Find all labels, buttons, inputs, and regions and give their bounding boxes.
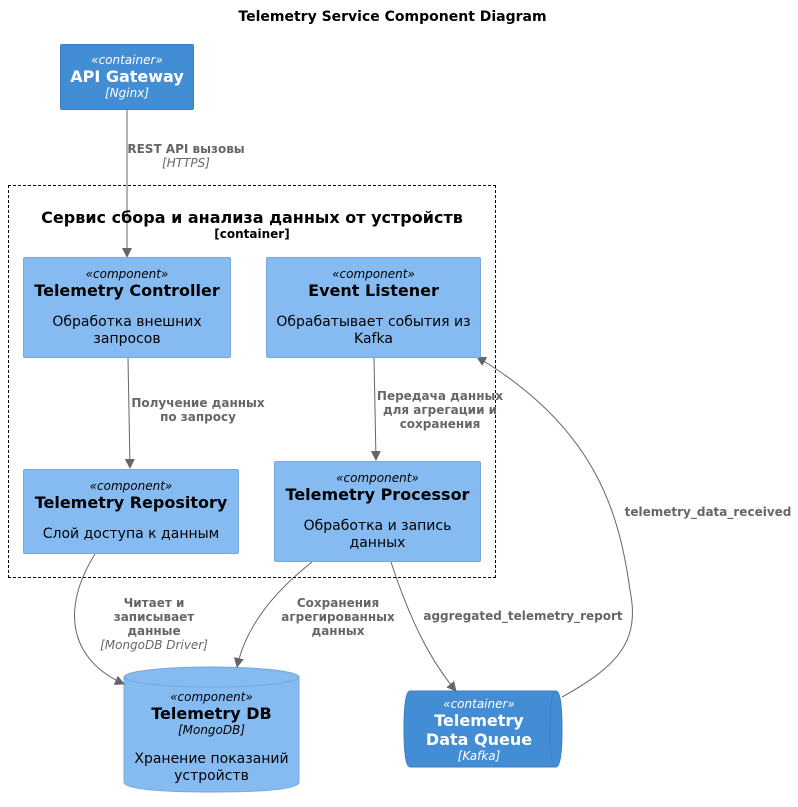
node-tech: [Kafka] bbox=[457, 749, 501, 763]
relation-processor-db-label: Сохранения агрегированных данных bbox=[276, 596, 400, 638]
node-desc: Обрабатывает события из Kafka bbox=[276, 314, 471, 347]
node-name: Telemetry Repository bbox=[34, 493, 228, 512]
event-listener-node[interactable]: «component» Event Listener Обрабатывает … bbox=[266, 257, 481, 358]
service-boundary bbox=[8, 185, 496, 578]
relation-label: aggregated_telemetry_report bbox=[423, 609, 623, 623]
relation-tech: [MongoDB Driver] bbox=[100, 638, 208, 652]
node-desc: Обработка внешних запросов bbox=[52, 314, 202, 347]
stereotype: «component» bbox=[332, 267, 415, 281]
stereotype: «component» bbox=[170, 690, 253, 704]
edge-listener-processor bbox=[370, 357, 381, 461]
relation-label: Читает и записывает данные bbox=[113, 596, 195, 638]
node-desc: Обработка и запись данных bbox=[303, 518, 452, 551]
telemetry-repository-node[interactable]: «component» Telemetry Repository Слой до… bbox=[23, 469, 239, 554]
node-name: Telemetry Controller bbox=[34, 281, 220, 300]
telemetry-queue-shape bbox=[403, 690, 563, 768]
edge-repository-db bbox=[74, 553, 125, 685]
edge-processor-queue bbox=[390, 561, 457, 692]
node-name: Telemetry Data Queue bbox=[425, 711, 533, 749]
stereotype: «component» bbox=[85, 267, 169, 281]
relation-processor-queue-label: aggregated_telemetry_report bbox=[418, 609, 628, 623]
node-name: Telemetry Processor bbox=[285, 485, 470, 504]
telemetry-db-cylinder bbox=[123, 666, 300, 793]
diagram-title: Telemetry Service Component Diagram bbox=[238, 9, 547, 25]
relation-tech: [HTTPS] bbox=[162, 156, 210, 170]
node-name: Event Listener bbox=[308, 281, 439, 300]
relation-label: telemetry_data_received bbox=[624, 505, 792, 519]
boundary-type: [container] bbox=[214, 227, 290, 241]
relation-label: Сохранения агрегированных данных bbox=[281, 596, 395, 638]
stereotype: «component» bbox=[89, 479, 173, 493]
node-name: Telemetry DB bbox=[151, 704, 272, 723]
telemetry-queue-node[interactable]: «container» Telemetry Data Queue [Kafka] bbox=[404, 697, 554, 767]
edge-controller-repository bbox=[124, 357, 135, 469]
api-gateway-node[interactable]: «container» API Gateway [Nginx] bbox=[60, 44, 194, 110]
relation-listener-processor-label: Передача данных для агрегации и сохранен… bbox=[376, 389, 504, 431]
stereotype: «container» bbox=[91, 53, 163, 67]
telemetry-processor-node[interactable]: «component» Telemetry Processor Обработк… bbox=[274, 461, 481, 562]
stereotype: «container» bbox=[443, 697, 515, 711]
stereotype: «component» bbox=[336, 471, 419, 485]
relation-repository-db-label: Читает и записывает данные [MongoDB Driv… bbox=[74, 596, 234, 652]
edge-processor-db bbox=[234, 561, 313, 668]
node-tech: [Nginx] bbox=[105, 86, 149, 100]
edge-queue-listener bbox=[476, 356, 633, 698]
relation-label: REST API вызовы bbox=[127, 142, 245, 156]
node-desc: Слой доступа к данным bbox=[42, 526, 220, 542]
relation-label: Получение данных по запросу bbox=[131, 396, 265, 424]
node-desc: Хранение показаний устройств bbox=[134, 751, 289, 784]
telemetry-db-node[interactable]: «component» Telemetry DB [MongoDB] Хране… bbox=[124, 690, 299, 790]
node-name: API Gateway bbox=[70, 67, 184, 86]
relation-controller-repository-label: Получение данных по запросу bbox=[128, 396, 268, 424]
relation-label: Передача данных для агрегации и сохранен… bbox=[376, 389, 504, 431]
telemetry-controller-node[interactable]: «component» Telemetry Controller Обработ… bbox=[23, 257, 231, 358]
relation-gateway-controller-label: REST API вызовы [HTTPS] bbox=[118, 142, 254, 170]
boundary-title: Сервис сбора и анализа данных от устройс… bbox=[41, 208, 463, 227]
relation-queue-listener-label: telemetry_data_received bbox=[620, 505, 796, 519]
node-tech: [MongoDB] bbox=[177, 723, 246, 737]
